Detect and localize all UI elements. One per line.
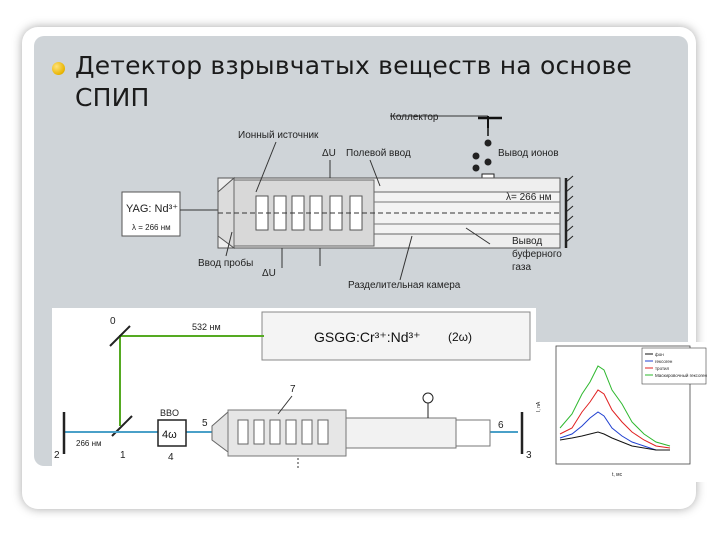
label-laser-wavelength: λ = 266 нм (132, 223, 171, 232)
laser-setup-schematic: GSGG:Cr³⁺:Nd³⁺ (2ω) 0 532 нм 2 3 266 нм … (52, 308, 536, 468)
bullet-icon (52, 62, 65, 75)
label-266nm: 266 нм (76, 439, 102, 448)
label-n5: 5 (202, 418, 208, 429)
label-ion-output: Вывод ионов (498, 148, 559, 159)
label-ion-source: Ионный источник (238, 130, 319, 141)
label-harmonic-4: 4ω (162, 429, 177, 441)
label-buffer-gas-3: газа (512, 262, 531, 273)
chart-xlabel: t, мс (612, 472, 623, 478)
label-crystal: GSGG:Cr³⁺:Nd³⁺ (314, 329, 421, 345)
ion-dot-icon (484, 139, 492, 147)
mirror-0 (109, 325, 131, 347)
label-n4: 4 (168, 452, 174, 463)
crystal-box (261, 311, 531, 361)
label-probe-input: Ввод пробы (198, 257, 253, 269)
label-field-input: Полевой ввод (346, 148, 411, 159)
label-du-bottom: ΔU (262, 268, 276, 279)
signal-inset-chart: фон гексоген тротил Маскировочный гексог… (532, 342, 708, 482)
series-red (559, 389, 671, 449)
ion-dot-icon (472, 152, 480, 160)
laser-box (121, 191, 181, 237)
label-buffer-gas-2: буферного (512, 248, 562, 260)
label-buffer-gas-1: Вывод (512, 236, 542, 247)
label-n7: 7 (290, 384, 296, 395)
label-n6: 6 (498, 420, 504, 431)
ion-dot-icon (472, 164, 480, 172)
chart-legend (641, 347, 707, 385)
bbo-crystal (157, 419, 187, 447)
legend-item-3: Маскировочный гексоген (655, 372, 708, 378)
chart-ylabel: I, пА (536, 401, 542, 412)
slide-title: Детектор взрывчатых веществ на основе СП… (75, 51, 632, 112)
label-n2: 2 (54, 450, 60, 461)
ion-output-icon (422, 392, 434, 404)
label-n0: 0 (110, 316, 116, 327)
label-du-top: ΔU (322, 148, 336, 159)
label-bbo: BBO (160, 408, 179, 418)
legend-item-0: фон (655, 352, 664, 357)
detector-schematic: Коллектор Ионный источник Полевой ввод Δ… (121, 112, 574, 291)
series-blue (559, 411, 670, 451)
label-n3: 3 (526, 450, 532, 461)
label-separation-chamber: Разделительная камера (348, 280, 461, 291)
label-collector: Коллектор (390, 112, 439, 123)
series-green (559, 365, 671, 447)
legend-item-1: гексоген (655, 359, 673, 364)
chart-frame (555, 345, 691, 465)
label-laser: YAG: Nd³⁺ (126, 203, 178, 215)
label-beam-wavelength: λ= 266 нм (506, 192, 552, 203)
label-harmonic-2: (2ω) (448, 330, 472, 344)
series-black (559, 431, 670, 451)
label-532nm: 532 нм (192, 322, 221, 332)
ion-dot-icon (484, 158, 492, 166)
legend-item-2: тротил (655, 366, 670, 371)
label-n1: 1 (120, 450, 126, 461)
